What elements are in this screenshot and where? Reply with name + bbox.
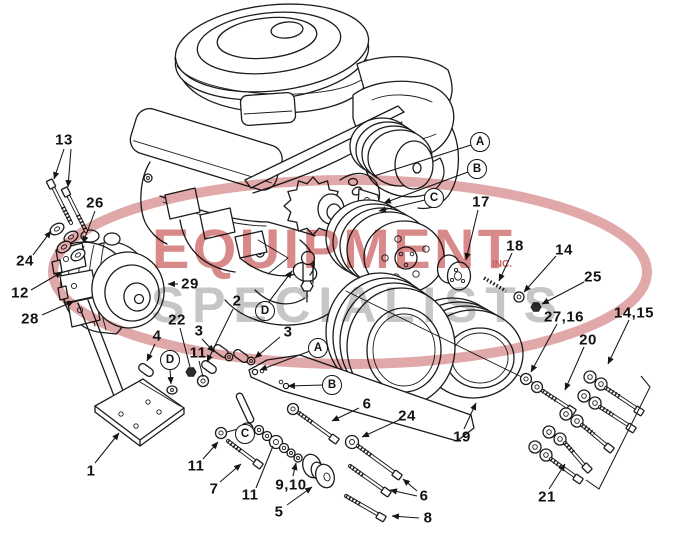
- part-label-5: 5: [274, 503, 284, 521]
- ref-letter-C1: C: [424, 188, 444, 208]
- part-label-28: 28: [21, 310, 39, 328]
- air-cleaner: [174, 3, 453, 127]
- part-label-11a: 11: [189, 344, 207, 362]
- part-label-24b: 24: [398, 407, 416, 425]
- part-label-7: 7: [209, 480, 219, 498]
- ref-letter-D1: D: [255, 301, 275, 321]
- arm-bolts: [286, 402, 403, 523]
- part-label-27-16: 27,16: [543, 308, 585, 326]
- part-label-18: 18: [506, 237, 524, 255]
- part-label-11c: 11: [241, 486, 259, 504]
- part-label-21: 21: [538, 488, 556, 506]
- right-hardware-cluster: [519, 370, 651, 490]
- part-label-8: 8: [423, 509, 433, 527]
- water-pump-pulley: [349, 117, 434, 190]
- part-label-24: 24: [16, 252, 34, 270]
- ref-letter-C2: C: [235, 424, 255, 444]
- part-label-2: 2: [232, 292, 242, 310]
- part-label-6b: 6: [419, 487, 429, 505]
- part-label-17: 17: [472, 193, 490, 211]
- group-bracket-line: [585, 375, 651, 490]
- ref-letter-B1: B: [467, 159, 487, 179]
- part-label-14-15: 14,15: [613, 304, 655, 322]
- part-label-3b: 3: [283, 323, 293, 341]
- support-arm: [235, 354, 475, 442]
- part-label-29: 29: [181, 275, 199, 293]
- part-label-4: 4: [152, 327, 162, 345]
- part-label-12: 12: [11, 284, 29, 302]
- ref-letter-D2: D: [160, 350, 180, 370]
- ref-letter-B2: B: [322, 375, 342, 395]
- part-label-14: 14: [555, 241, 573, 259]
- part-label-1: 1: [86, 462, 96, 480]
- mounting-bolts-13: [45, 178, 88, 262]
- idler-pulley: [302, 453, 335, 489]
- part-label-9-10: 9,10: [275, 476, 307, 494]
- part-label-11b: 11: [187, 457, 205, 475]
- part-label-19: 19: [453, 428, 471, 446]
- part-label-13: 13: [55, 131, 73, 149]
- part-label-25: 25: [584, 268, 602, 286]
- ref-letter-A1: A: [470, 132, 490, 152]
- part-label-3a: 3: [194, 322, 204, 340]
- part-label-6a: 6: [362, 395, 372, 413]
- ref-letter-A2: A: [308, 338, 328, 358]
- part-label-22: 22: [168, 311, 186, 329]
- part-label-20: 20: [579, 331, 597, 349]
- part-label-26: 26: [86, 194, 104, 212]
